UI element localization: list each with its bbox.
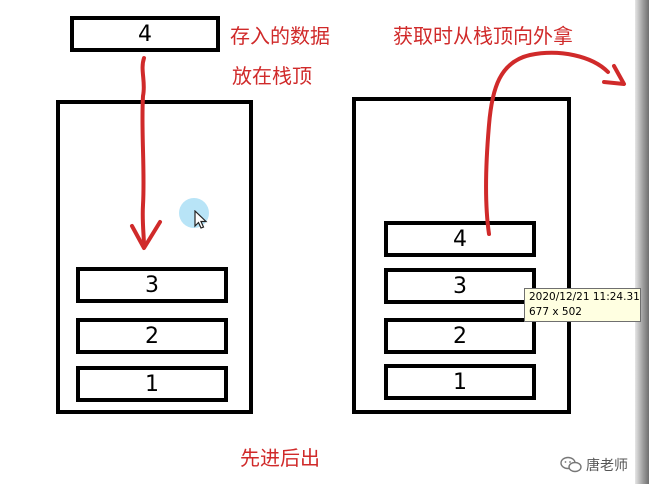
window-edge bbox=[635, 0, 649, 484]
tooltip-line1: 2020/12/21 11:24.31 bbox=[529, 291, 640, 303]
watermark: 唐老师 bbox=[560, 452, 628, 478]
left-stack-item: 3 bbox=[76, 267, 228, 303]
incoming-item-label: 4 bbox=[138, 21, 152, 47]
right-stack-item-label: 4 bbox=[453, 226, 467, 252]
right-stack-item-label: 2 bbox=[453, 323, 467, 349]
left-stack-item: 1 bbox=[76, 366, 228, 402]
left-stack-item-label: 1 bbox=[145, 371, 159, 397]
left-stack-item-label: 3 bbox=[145, 272, 159, 298]
incoming-stack-item: 4 bbox=[70, 16, 220, 52]
capture-tooltip: 2020/12/21 11:24.31 677 x 502 bbox=[524, 288, 641, 322]
right-stack-item: 1 bbox=[384, 364, 536, 400]
left-stack-item: 2 bbox=[76, 318, 228, 354]
right-stack-item-label: 1 bbox=[453, 369, 467, 395]
right-stack-item-label: 3 bbox=[453, 273, 467, 299]
pop-note: 获取时从栈顶向外拿 bbox=[393, 24, 573, 48]
left-stack-item-label: 2 bbox=[145, 323, 159, 349]
push-note-line2: 放在栈顶 bbox=[232, 64, 312, 88]
principle-note: 先进后出 bbox=[240, 446, 320, 470]
tooltip-line2: 677 x 502 bbox=[529, 306, 582, 318]
left-stack-container bbox=[56, 100, 253, 414]
push-note-line1: 存入的数据 bbox=[230, 24, 330, 48]
wechat-icon bbox=[560, 456, 582, 473]
pop-arrowhead bbox=[602, 64, 626, 86]
right-stack-item: 3 bbox=[384, 268, 536, 304]
watermark-text: 唐老师 bbox=[586, 458, 628, 474]
right-stack-item: 4 bbox=[384, 221, 536, 257]
mouse-pointer-icon bbox=[194, 210, 208, 229]
cursor-highlight bbox=[179, 198, 209, 228]
right-stack-item: 2 bbox=[384, 318, 536, 354]
